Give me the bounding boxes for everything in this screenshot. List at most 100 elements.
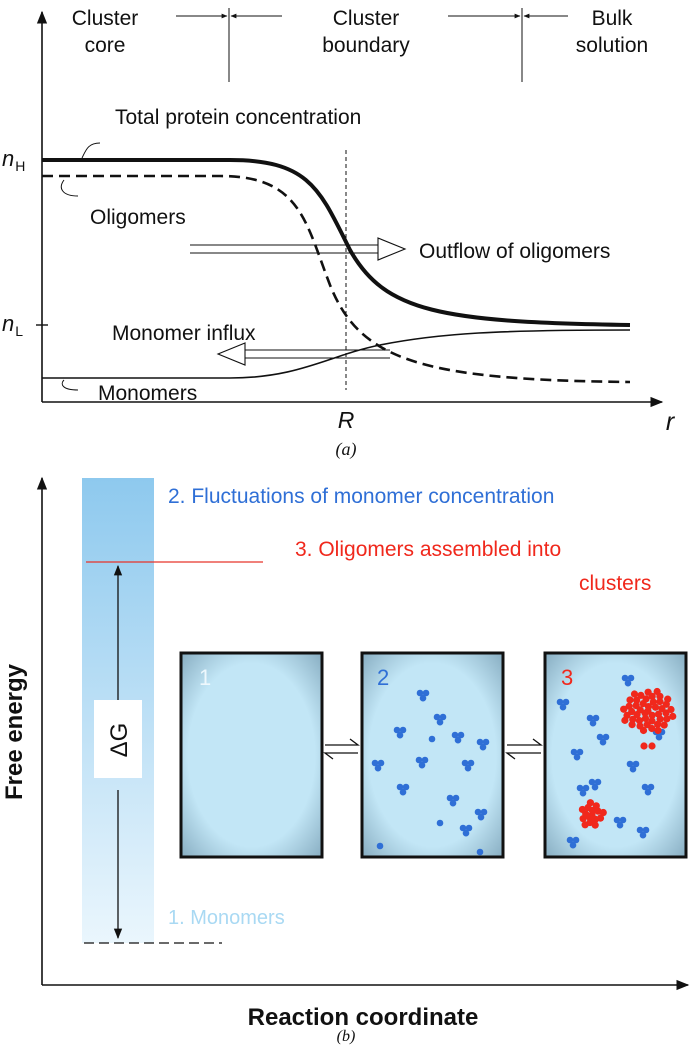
- particle-dot: [648, 724, 656, 733]
- particle-dot: [582, 784, 590, 792]
- particle-dot: [476, 738, 484, 746]
- particle-dot: [599, 738, 607, 746]
- particle-dot: [421, 756, 429, 764]
- particle-dot: [641, 714, 650, 723]
- particle-dot: [624, 679, 632, 687]
- particle-dot: [619, 816, 627, 824]
- y-label-nL: nL: [2, 311, 23, 339]
- particle-dot: [428, 735, 436, 743]
- particle-dot: [433, 713, 441, 721]
- equilibrium-arrows-1-2: [323, 738, 360, 760]
- particle-dot: [422, 689, 430, 697]
- particle-dot: [419, 694, 427, 702]
- particle-dot: [599, 808, 607, 817]
- particle-dot: [436, 819, 444, 827]
- particles-box-3: [556, 674, 677, 849]
- particle-dot: [642, 826, 650, 834]
- region-boundary-line2: boundary: [322, 34, 410, 57]
- y-axis-label: Free energy: [1, 663, 28, 800]
- state-label-2: 2. Fluctuations of monomer concentration: [168, 485, 554, 508]
- oligomers-curve: [42, 174, 631, 384]
- region-core-line1: Cluster: [72, 7, 139, 30]
- particle-dot: [569, 841, 577, 849]
- total-concentration-curve: [42, 158, 631, 327]
- caption-b: (b): [337, 1028, 356, 1045]
- particle-dot: [588, 778, 596, 786]
- particle-dot: [626, 696, 634, 704]
- state-box-2: [360, 651, 505, 859]
- particle-dot: [402, 783, 410, 791]
- particle-dot: [636, 826, 644, 834]
- y-label-nH: nH: [2, 146, 25, 174]
- x-axis-label: Reaction coordinate: [248, 1004, 479, 1031]
- particle-dot: [566, 836, 574, 844]
- particle-dot: [654, 726, 662, 735]
- particle-dot: [644, 688, 652, 696]
- region-core-line2: core: [85, 34, 126, 57]
- particle-dot: [662, 709, 670, 717]
- particle-dot: [633, 696, 641, 704]
- particle-dot: [654, 720, 662, 728]
- particle-dot: [559, 703, 567, 711]
- particle-dot: [570, 748, 578, 756]
- oligomers-leader: [60, 179, 79, 197]
- particle-dot: [630, 690, 639, 698]
- particle-dot: [664, 695, 672, 703]
- particle-dot: [371, 759, 379, 767]
- x-label-R: R: [338, 407, 355, 433]
- particle-dot: [596, 814, 605, 822]
- particle-dot: [451, 731, 459, 739]
- box-number-2: 2: [377, 665, 389, 690]
- particle-dot: [576, 784, 584, 792]
- outflow-arrow-shaft: [190, 244, 378, 254]
- particle-dot: [454, 736, 462, 744]
- particle-dot: [399, 788, 407, 796]
- particle-dot: [452, 794, 460, 802]
- particle-dot: [629, 765, 637, 773]
- particle-dot: [436, 718, 444, 726]
- x-label-r: r: [666, 408, 676, 436]
- particle-dot: [592, 802, 600, 810]
- particle-dot: [377, 759, 385, 767]
- particle-dot: [629, 715, 637, 723]
- particle-dot: [376, 842, 384, 850]
- particle-dot: [586, 714, 594, 722]
- particle-dot: [641, 783, 649, 791]
- influx-arrow-shaft: [245, 349, 390, 359]
- annotation-outflow: Outflow of oligomers: [419, 240, 610, 263]
- particle-dot: [393, 726, 401, 734]
- state-box-3: [543, 651, 688, 859]
- box-number-3: 3: [561, 665, 573, 690]
- particle-dot: [581, 821, 589, 829]
- particle-dot: [562, 698, 570, 706]
- particle-dot: [374, 764, 382, 772]
- particle-dot: [635, 716, 644, 725]
- particle-dot: [465, 824, 473, 832]
- caption-a: (a): [336, 439, 357, 460]
- particle-dot: [446, 794, 454, 802]
- particle-dot: [418, 761, 426, 769]
- particle-dot: [474, 808, 482, 816]
- influx-arrow-head: [216, 342, 246, 366]
- particle-dot: [644, 788, 652, 796]
- particle-dot: [644, 702, 653, 711]
- particle-dot: [576, 748, 584, 756]
- particle-dot: [572, 836, 580, 844]
- particle-dot: [459, 824, 467, 832]
- state-label-3-line1: 3. Oligomers assembled into: [295, 538, 561, 561]
- particle-dot: [628, 721, 636, 729]
- particle-dot: [579, 815, 587, 823]
- particle-dot: [477, 813, 485, 821]
- particle-dot: [621, 674, 629, 682]
- annotation-total: Total protein concentration: [115, 106, 361, 129]
- particle-dot: [637, 691, 645, 699]
- particle-dot: [591, 821, 599, 829]
- particle-dot: [594, 778, 602, 786]
- state-box-1: [179, 651, 324, 859]
- particle-dot: [482, 738, 490, 746]
- particle-dot: [589, 719, 597, 727]
- equilibrium-arrows-2-3: [505, 738, 543, 760]
- state-label-3-line2: clusters: [579, 572, 651, 595]
- particle-dot: [642, 695, 650, 703]
- particle-dot: [556, 698, 564, 706]
